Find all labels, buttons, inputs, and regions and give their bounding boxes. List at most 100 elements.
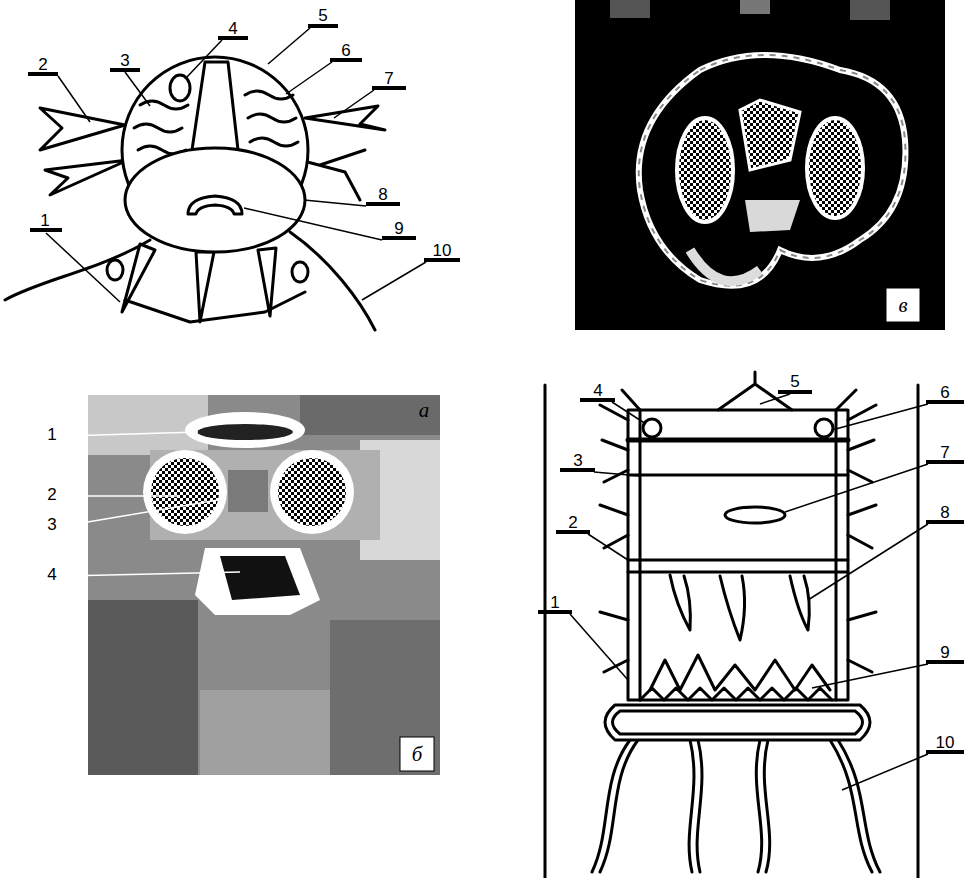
organism-drawing-bottom-part bbox=[725, 507, 785, 523]
callout-bars-top-part bbox=[424, 258, 460, 262]
callout-bars-top-part bbox=[28, 72, 58, 76]
pixel-image-top-right-part bbox=[639, 55, 906, 286]
callout-bars-bottom-part bbox=[778, 390, 812, 394]
pixel-image-top-right-part bbox=[740, 100, 800, 170]
panel-letter: б bbox=[412, 744, 423, 765]
organism-drawing-bottom-part bbox=[848, 440, 876, 672]
organism-drawing-bottom-part bbox=[613, 711, 863, 734]
leader-lines-top-part bbox=[268, 28, 310, 64]
organism-drawing-top-part bbox=[196, 252, 214, 322]
callout-number: 2 bbox=[568, 514, 577, 531]
callout-bars-top-part bbox=[30, 228, 62, 232]
leader-lines-top-part bbox=[125, 72, 150, 106]
callout-number: 5 bbox=[318, 7, 327, 24]
pixel-image-bottom-left-part bbox=[278, 458, 346, 526]
callout-number: 4 bbox=[593, 382, 602, 399]
pixel-image-bottom-left-part bbox=[330, 620, 440, 775]
pixel-image-top-right-part bbox=[690, 250, 760, 281]
callout-number: 6 bbox=[341, 42, 350, 59]
callout-bars-bottom-part bbox=[556, 530, 590, 534]
callout-number: 3 bbox=[573, 452, 582, 469]
organism-drawing-bottom-part bbox=[815, 419, 833, 437]
leader-lines-bottom-left-part bbox=[64, 572, 240, 576]
organism-drawing-bottom-part bbox=[600, 390, 876, 420]
leader-lines-bottom-left bbox=[64, 432, 240, 576]
organism-drawing-bottom-part bbox=[628, 474, 848, 477]
organism-drawing-bottom-part bbox=[917, 385, 920, 878]
callout-number: 1 bbox=[550, 594, 559, 611]
leader-lines-top-part bbox=[362, 262, 426, 300]
organism-drawing-bottom-part bbox=[830, 740, 880, 872]
leader-lines-bottom-part bbox=[612, 402, 646, 424]
organism-drawing-bottom-part bbox=[670, 575, 690, 630]
pixel-image-bottom-left-part bbox=[88, 395, 440, 775]
callout-number: 7 bbox=[940, 444, 949, 461]
organism-drawing-bottom-part bbox=[790, 576, 809, 630]
callout-number: 2 bbox=[38, 56, 47, 73]
leader-lines-top-part bbox=[244, 208, 382, 240]
leader-lines-top-part bbox=[334, 90, 374, 118]
pixel-image-top-right-part bbox=[807, 118, 863, 218]
leader-lines-bottom-part bbox=[760, 394, 790, 404]
organism-drawing-bottom-part bbox=[689, 740, 702, 872]
organism-drawing-top-part bbox=[125, 292, 305, 322]
organism-drawing-top-part bbox=[250, 138, 298, 146]
pixel-image-top-right-part bbox=[850, 0, 890, 20]
pixel-image-bottom-left-part bbox=[270, 450, 354, 534]
callout-bars-bottom-part bbox=[580, 398, 615, 402]
callout-bars-top bbox=[28, 26, 460, 260]
leader-lines-top-part bbox=[58, 76, 90, 122]
pixel-image-top-right-part bbox=[886, 288, 920, 322]
callout-bars-bottom bbox=[538, 392, 964, 752]
organism-drawing-top-part bbox=[134, 124, 182, 132]
pixel-image-bottom-left-part bbox=[143, 450, 227, 534]
pixel-image-top-right-part bbox=[639, 55, 906, 286]
organism-drawing-bottom-part bbox=[592, 740, 638, 872]
callout-bars-top-part bbox=[330, 58, 362, 62]
organism-drawing-top-part bbox=[45, 160, 128, 195]
callout-bars-top-part bbox=[308, 24, 338, 28]
callout-number: 3 bbox=[47, 516, 56, 533]
pixel-image-top-right-part bbox=[610, 0, 650, 18]
organism-drawing-top-part bbox=[258, 248, 276, 316]
callout-bars-top-part bbox=[110, 68, 140, 72]
callout-bars-bottom-part bbox=[926, 400, 964, 404]
leader-lines-top-part bbox=[186, 40, 222, 78]
organism-drawing-bottom-part bbox=[628, 559, 848, 562]
organism-drawing-bottom-part bbox=[720, 576, 745, 640]
pixel-image-bottom-left-part bbox=[220, 556, 300, 600]
leader-lines-bottom-left-part bbox=[64, 432, 198, 436]
callout-number: 3 bbox=[120, 52, 129, 69]
leader-lines-top bbox=[46, 28, 426, 302]
callout-number: 4 bbox=[47, 566, 56, 583]
organism-drawing-bottom-part bbox=[639, 410, 642, 700]
leader-lines-bottom-part bbox=[588, 534, 628, 560]
callout-bars-bottom-part bbox=[926, 660, 964, 664]
organism-drawing-bottom-part bbox=[756, 740, 769, 872]
organism-drawing-bottom-part bbox=[628, 571, 848, 574]
organism-drawing-bottom-part bbox=[544, 385, 547, 878]
organism-drawing-bottom-part bbox=[628, 410, 848, 700]
callout-bars-bottom-part bbox=[926, 460, 964, 464]
organism-drawing-bottom-part bbox=[640, 688, 832, 700]
organism-drawing-bottom bbox=[545, 372, 918, 878]
callout-number: 4 bbox=[228, 20, 237, 37]
pixel-image-top-right-part bbox=[745, 200, 800, 232]
organism-drawing-top-part bbox=[107, 260, 123, 280]
panel-letter: в bbox=[898, 295, 907, 316]
leader-lines-bottom-left-part bbox=[64, 495, 180, 497]
organism-drawing-bottom-part bbox=[835, 410, 838, 700]
pixel-image-bottom-left-part bbox=[197, 424, 293, 440]
callout-number: 7 bbox=[384, 70, 393, 87]
callout-number: 9 bbox=[940, 644, 949, 661]
pixel-image-bottom-left-part bbox=[228, 470, 268, 512]
pixel-image-bottom-left-part bbox=[88, 600, 198, 775]
organism-drawing-top-part bbox=[125, 148, 305, 252]
callout-number: 2 bbox=[47, 486, 56, 503]
leader-lines-top-part bbox=[286, 62, 332, 94]
organism-drawing-bottom-part bbox=[628, 438, 848, 443]
organism-drawing-top-part bbox=[290, 232, 375, 330]
organism-drawing-bottom-part bbox=[605, 705, 870, 740]
